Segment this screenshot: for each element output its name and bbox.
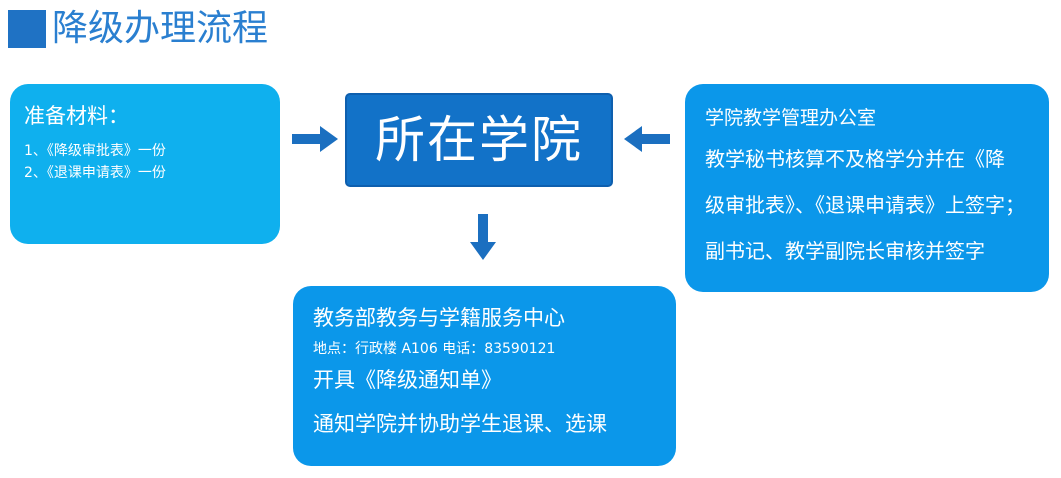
center-line: 开具《降级通知单》 — [313, 368, 502, 392]
center-info: 地点：行政楼 A106 电话：83590121 — [313, 341, 556, 357]
materials-item: 1、《降级审批表》一份 — [24, 143, 166, 159]
arrow-down-icon — [470, 214, 496, 260]
materials-box: 准备材料： 1、《降级审批表》一份 2、《退课申请表》一份 — [10, 84, 280, 244]
center-box: 教务部教务与学籍服务中心 地点：行政楼 A106 电话：83590121 开具《… — [293, 286, 676, 466]
center-heading: 教务部教务与学籍服务中心 — [313, 306, 565, 330]
office-line: 副书记、教学副院长审核并签字 — [705, 239, 985, 263]
arrow-left-icon — [624, 126, 670, 152]
center-line: 通知学院并协助学生退课、选课 — [313, 412, 607, 436]
office-heading: 学院教学管理办公室 — [705, 107, 877, 129]
arrow-right-icon — [292, 126, 338, 152]
page-title: 降级办理流程 — [52, 8, 269, 49]
title-square-icon — [8, 10, 46, 48]
office-box: 学院教学管理办公室 教学秘书核算不及格学分并在《降 级审批表》、《退课申请表》上… — [685, 84, 1049, 292]
materials-item: 2、《退课申请表》一份 — [24, 165, 166, 181]
materials-heading: 准备材料： — [24, 104, 129, 128]
office-line: 教学秘书核算不及格学分并在《降 — [705, 147, 1005, 171]
college-box: 所在学院 — [345, 93, 613, 187]
college-label: 所在学院 — [375, 111, 583, 169]
office-line: 级审批表》、《退课申请表》上签字； — [705, 193, 1025, 217]
